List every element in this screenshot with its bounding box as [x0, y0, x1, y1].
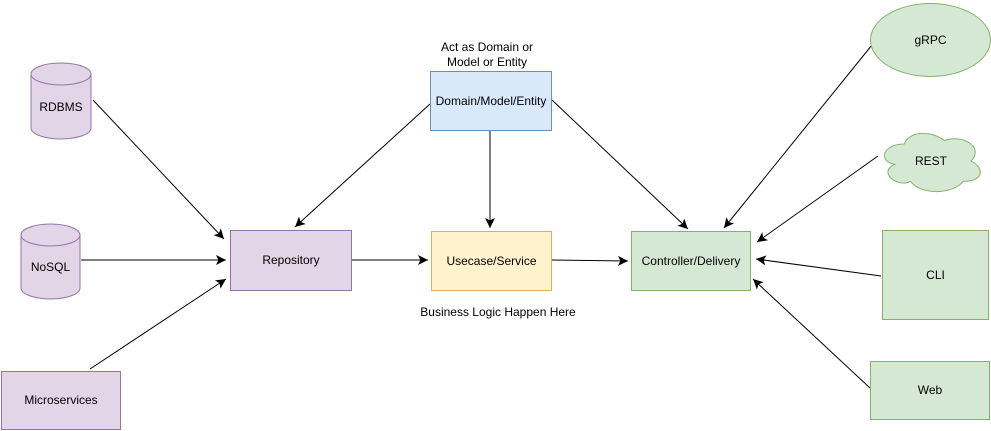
- cylinder-icon: [20, 223, 81, 300]
- node-usecase-label: Usecase/Service: [446, 253, 537, 268]
- node-rest-label: REST: [914, 153, 947, 168]
- node-rdbms-label: RDBMS: [39, 99, 83, 114]
- node-domain: Domain/Model/Entity: [430, 71, 552, 131]
- domain-annotation: Act as Domain or Model or Entity: [440, 40, 534, 69]
- edge-grpc-to-controller: [723, 44, 873, 229]
- edge-usecase-to-controller: [551, 255, 629, 266]
- cloud-icon: [884, 132, 981, 192]
- node-grpc-label: gRPC: [914, 32, 947, 47]
- node-nosql-label: NoSQL: [30, 260, 71, 274]
- cylinder-icon: [30, 62, 92, 140]
- edge-web-to-controller: [752, 278, 871, 389]
- edge-domain-to-repository: [294, 103, 431, 228]
- node-grpc: gRPC: [870, 3, 991, 77]
- node-microservices: Microservices: [1, 371, 121, 430]
- node-microservices-label: Microservices: [24, 393, 98, 407]
- node-rdbms: RDBMS: [30, 62, 92, 140]
- node-rest: REST: [876, 126, 986, 196]
- node-repository: Repository: [230, 230, 352, 291]
- edge-rest-to-controller: [756, 155, 879, 243]
- edge-microservices-to-repository: [89, 278, 227, 370]
- node-cli: CLI: [882, 230, 989, 320]
- edge-domain-to-controller: [551, 99, 689, 230]
- node-web-label: Web: [917, 383, 943, 397]
- node-repository-label: Repository: [262, 253, 320, 267]
- node-web: Web: [870, 361, 990, 420]
- edge-rdbms-to-repository: [92, 99, 225, 240]
- edge-cli-to-controller: [755, 255, 882, 277]
- node-controller-label: Controller/Delivery: [641, 253, 741, 268]
- node-domain-label: Domain/Model/Entity: [435, 93, 547, 108]
- node-controller: Controller/Delivery: [631, 231, 751, 291]
- node-cli-label: CLI: [926, 267, 945, 282]
- node-usecase: Usecase/Service: [431, 231, 552, 291]
- node-nosql: NoSQL: [20, 223, 81, 300]
- usecase-annotation: Business Logic Happen Here: [420, 305, 576, 319]
